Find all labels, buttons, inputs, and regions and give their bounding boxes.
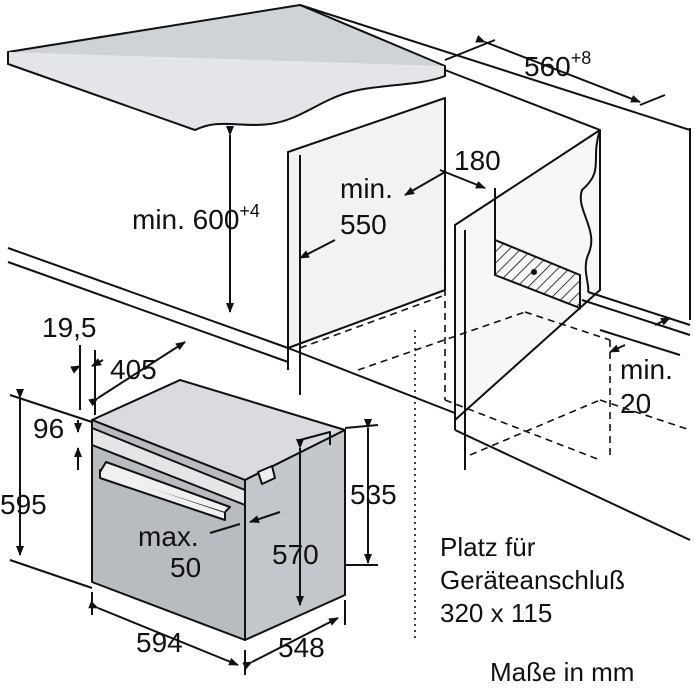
dim-min-600: min. 600+4 xyxy=(132,201,260,235)
dim-405: 405 xyxy=(110,354,157,385)
connection-note-line3: 320 x 115 xyxy=(440,598,553,628)
dim-560-tolerance: +8 xyxy=(570,48,592,68)
dim-min-20-value: 20 xyxy=(620,388,652,419)
oven xyxy=(91,379,346,641)
dim-19-5: 19,5 xyxy=(42,312,97,343)
connection-note-line1: Platz für xyxy=(440,532,536,562)
dim-max-50-prefix: max. xyxy=(138,521,199,552)
dim-96: 96 xyxy=(33,413,65,444)
dim-min-550-prefix: min. xyxy=(340,173,393,204)
dim-594: 594 xyxy=(136,627,183,658)
dim-max-50-value: 50 xyxy=(170,552,202,583)
dim-180: 180 xyxy=(454,145,501,176)
hidden-edges xyxy=(299,265,691,461)
dim-595: 595 xyxy=(0,489,47,520)
countertop xyxy=(7,4,446,131)
units-note: Maße in mm xyxy=(490,657,635,687)
dim-560: 560+8 xyxy=(524,48,592,82)
dim-535: 535 xyxy=(350,479,397,510)
connection-note-line2: Geräteanschluß xyxy=(440,565,625,595)
dim-548: 548 xyxy=(278,632,325,663)
dim-570: 570 xyxy=(272,539,319,570)
dim-min-600-tolerance: +4 xyxy=(239,201,260,221)
dim-min-550-value: 550 xyxy=(340,209,387,240)
dimension-lines xyxy=(9,35,681,675)
dim-min-20-prefix: min. xyxy=(620,354,673,385)
